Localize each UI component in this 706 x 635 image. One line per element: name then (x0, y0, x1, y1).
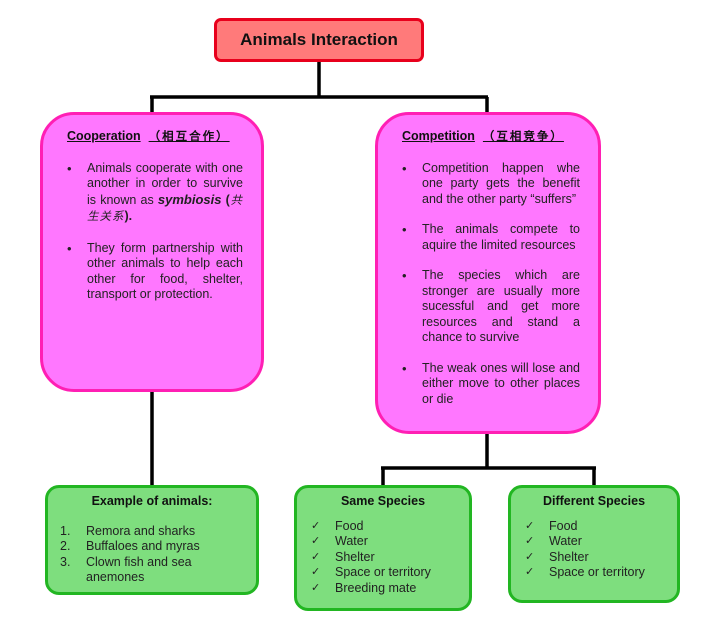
same-species-item: ✓ Shelter (309, 550, 457, 566)
symbiosis-paren-close: ). (124, 209, 133, 223)
different-species-list: ✓ Food ✓ Water ✓ Shelter ✓ Space or territor… (523, 519, 665, 581)
same-species-item-text: Space or territory (335, 565, 431, 579)
example-number: 1. (60, 523, 71, 538)
example-text: Remora and sharks (86, 523, 196, 538)
checkmark-icon: ✓ (525, 535, 535, 547)
example-text: Buffaloes and myras (86, 539, 200, 553)
same-species-box: Same Species ✓ Food ✓ Water ✓ Shelter ✓ Spac… (294, 485, 472, 611)
diagram-title: Animals Interaction (214, 18, 424, 62)
competition-box: Competition （互相竞争） Competition happen whe… (375, 112, 601, 434)
cooperation-heading-text: Cooperation (67, 129, 141, 143)
cooperation-box: Cooperation （相互合作） Animals cooperate with… (40, 112, 264, 392)
checkmark-icon: ✓ (525, 550, 535, 563)
same-species-item-text: Breeding mate (335, 580, 417, 595)
checkmark-icon: ✓ (311, 519, 321, 532)
checkmark-icon: ✓ (311, 566, 321, 578)
cooperation-bullets: Animals cooperate with one another in or… (67, 161, 243, 303)
same-species-item: ✓ Space or territory (309, 565, 457, 581)
cooperation-bullet-symbiosis: Animals cooperate with one another in or… (67, 161, 243, 226)
same-species-list: ✓ Food ✓ Water ✓ Shelter ✓ Space or territor… (309, 519, 457, 597)
competition-bullet: The species which are stronger are usual… (402, 268, 580, 346)
same-species-item: ✓ Food (309, 519, 457, 535)
competition-heading: Competition （互相竞争） (402, 129, 580, 146)
different-species-item: ✓ Shelter (523, 550, 665, 566)
symbiosis-paren-open: ( (225, 192, 230, 207)
competition-bullet: The weak ones will lose and either move … (402, 361, 580, 408)
same-species-item: ✓ Water (309, 534, 457, 550)
symbiosis-term: symbiosis (157, 191, 222, 207)
different-species-item: ✓ Food (523, 519, 665, 535)
same-species-title: Same Species (340, 494, 426, 508)
same-species-item-text: Food (335, 518, 364, 533)
cooperation-heading: Cooperation （相互合作） (67, 129, 243, 146)
competition-heading-text: Competition (402, 129, 475, 143)
checkmark-icon: ✓ (311, 550, 321, 563)
example-item: 1. Remora and sharks (60, 524, 244, 540)
examples-title: Example of animals: (91, 494, 213, 508)
different-species-item-text: Shelter (549, 549, 589, 564)
cooperation-heading-chinese: （相互合作） (148, 131, 230, 143)
example-item: 2. Buffaloes and myras (60, 539, 244, 555)
examples-box: Example of animals: 1. Remora and sharks … (45, 485, 259, 595)
same-species-item-text: Shelter (335, 549, 375, 564)
cooperation-bullet-partnership: They form partnership with other animals… (67, 241, 243, 303)
symbiosis-description: Animals cooperate with one another in or… (87, 160, 243, 207)
checkmark-icon: ✓ (525, 519, 535, 532)
symbiosis-chinese: 共生关系 (87, 194, 244, 224)
example-text: Clown fish and sea anemones (86, 554, 192, 585)
different-species-item: ✓ Space or territory (523, 565, 665, 581)
checkmark-icon: ✓ (525, 566, 535, 578)
different-species-item-text: Food (549, 518, 578, 533)
competition-bullet: Competition happen whe one party gets th… (402, 161, 580, 208)
example-number: 3. (60, 554, 71, 569)
examples-list: 1. Remora and sharks 2. Buffaloes and myra… (60, 524, 244, 586)
competition-heading-chinese: （互相竞争） (482, 131, 564, 143)
different-species-item-text: Water (549, 534, 582, 548)
competition-bullets: Competition happen whe one party gets th… (402, 161, 580, 408)
different-species-item: ✓ Water (523, 534, 665, 550)
different-species-item-text: Space or territory (549, 565, 645, 579)
different-species-box: Different Species ✓ Food ✓ Water ✓ Shelter … (508, 485, 680, 603)
same-species-item-text: Water (335, 534, 368, 548)
different-species-title: Different Species (542, 494, 646, 508)
same-species-item: ✓ Breeding mate (309, 581, 457, 597)
example-number: 2. (60, 539, 71, 553)
checkmark-icon: ✓ (311, 581, 321, 594)
checkmark-icon: ✓ (311, 535, 321, 547)
competition-bullet: The animals compete to aquire the limite… (402, 222, 580, 253)
example-item: 3. Clown fish and sea anemones (60, 555, 244, 586)
